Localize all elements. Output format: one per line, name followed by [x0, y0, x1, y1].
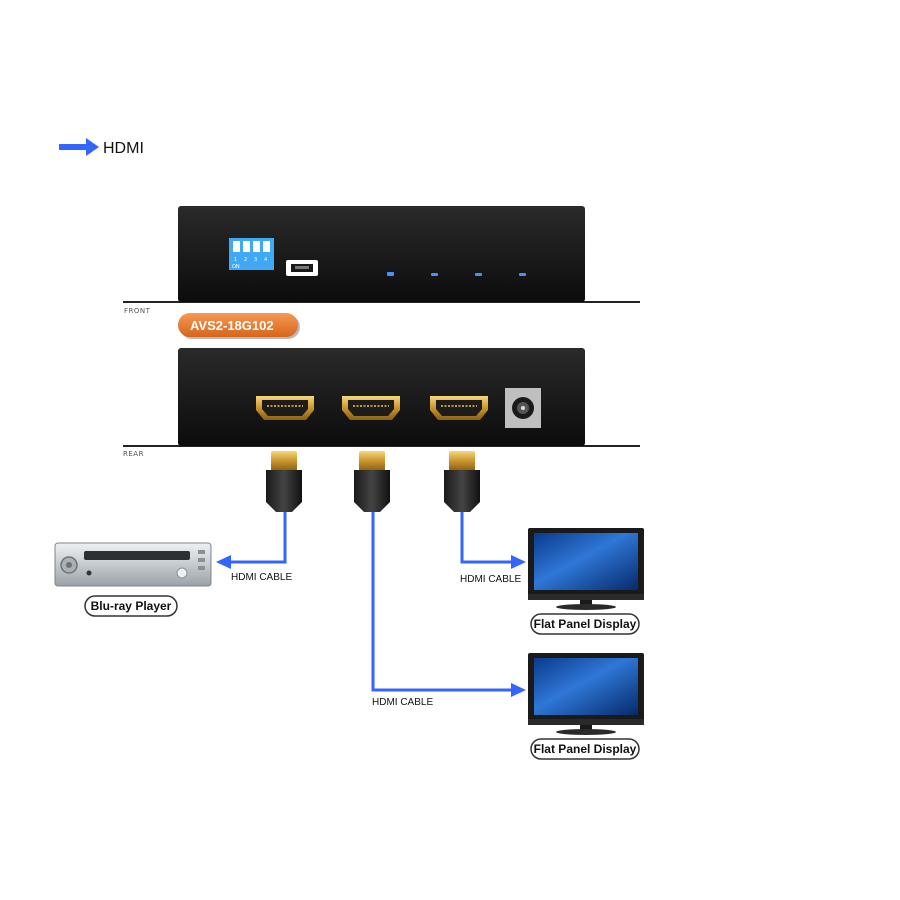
- hdmi-port-output2-icon: [430, 396, 488, 420]
- bluray-player-label: Blu-ray Player: [84, 595, 178, 617]
- front-label: FRONT: [124, 307, 151, 315]
- dip-number-2: 2: [244, 257, 247, 263]
- rear-panel: REAR: [123, 348, 640, 458]
- dip-number-1: 1: [234, 257, 237, 263]
- cable-bottom-label: HDMI CABLE: [372, 697, 433, 708]
- hdmi-port-input-icon: [256, 396, 314, 420]
- flat-panel-display-2-label: Flat Panel Display: [530, 738, 640, 760]
- cable-left: [216, 510, 287, 569]
- flat-panel-display-1-label: Flat Panel Display: [530, 613, 640, 635]
- dip-on-label: ON: [232, 264, 240, 270]
- legend: HDMI: [59, 138, 144, 157]
- cable-bottom: [371, 510, 526, 697]
- flat-panel-display-1-label-text: Flat Panel Display: [534, 617, 637, 631]
- cable-right: [460, 510, 526, 569]
- dip-switch[interactable]: 1 2 3 4 ON: [229, 238, 274, 270]
- led-indicator-icon: [475, 273, 482, 276]
- flat-panel-display-2-icon: [528, 653, 644, 735]
- cable-right-label: HDMI CABLE: [460, 574, 521, 585]
- dip-number-4: 4: [264, 257, 267, 263]
- hdmi-plug-icon: [266, 451, 302, 512]
- rear-label: REAR: [123, 450, 144, 458]
- led-indicator-icon: [431, 273, 438, 276]
- cable-left-label: HDMI CABLE: [231, 572, 292, 583]
- bluray-player-icon: [54, 542, 212, 587]
- hdmi-plug-icon: [354, 451, 390, 512]
- led-indicator-icon: [387, 272, 394, 276]
- usb-port-icon: [286, 260, 318, 276]
- hdmi-plug-icon: [444, 451, 480, 512]
- bluray-player-label-text: Blu-ray Player: [91, 599, 172, 613]
- power-jack-icon: [505, 388, 541, 428]
- front-panel: 1 2 3 4 ON FRONT: [123, 206, 640, 315]
- hdmi-port-output1-icon: [342, 396, 400, 420]
- legend-label: HDMI: [103, 140, 144, 157]
- led-indicator-icon: [519, 273, 526, 276]
- flat-panel-display-2-label-text: Flat Panel Display: [534, 742, 637, 756]
- legend-arrow-icon: [59, 138, 99, 156]
- model-name: AVS2-18G102: [190, 318, 274, 333]
- flat-panel-display-1-icon: [528, 528, 644, 610]
- model-badge: AVS2-18G102: [178, 313, 300, 339]
- dip-number-3: 3: [254, 257, 257, 263]
